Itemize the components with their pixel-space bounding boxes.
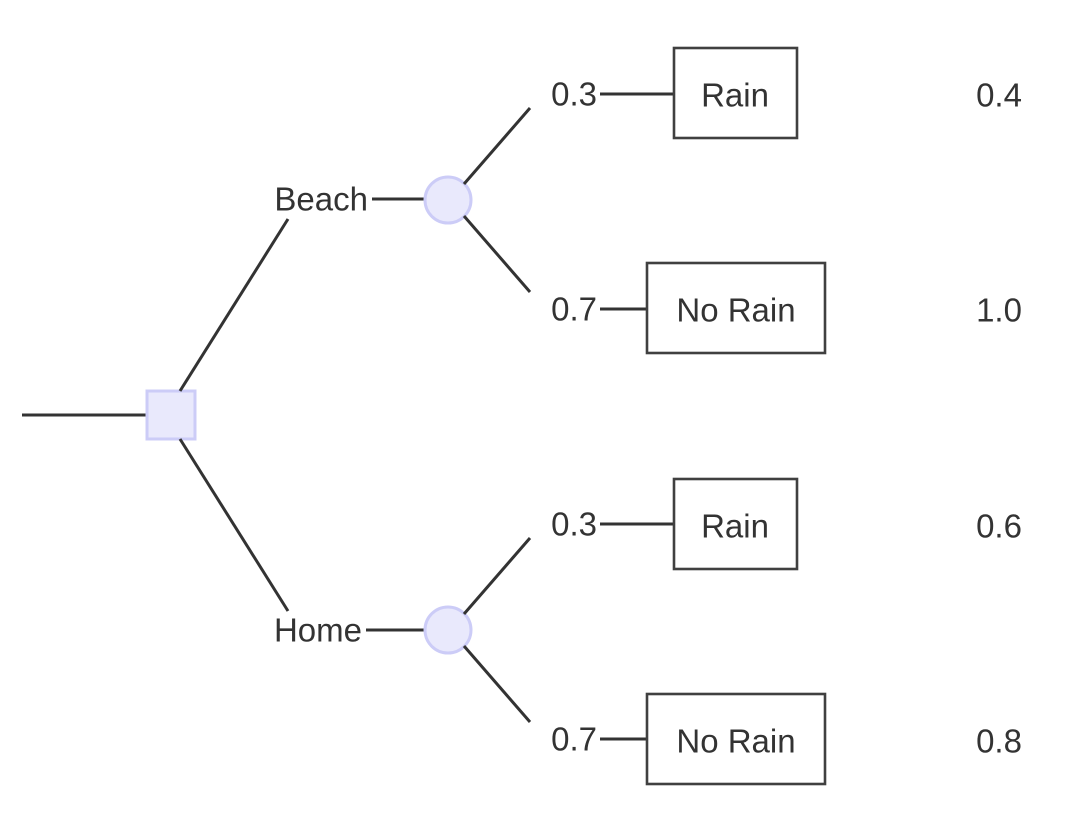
edge-home-to-rain	[462, 537, 532, 615]
edge-home-to-norain	[462, 645, 532, 723]
choice-label-home: Home	[274, 612, 362, 649]
payoff-value-beach-rain: 0.4	[976, 77, 1022, 114]
edge-root-to-beach	[178, 218, 290, 392]
outcome-label-home-norain: No Rain	[676, 723, 795, 760]
outcome-box-beach-rain[interactable]	[672, 46, 799, 140]
outcome-label-home-rain: Rain	[701, 508, 769, 545]
outcome-label-beach-norain: No Rain	[676, 292, 795, 329]
outcome-box-home-rain[interactable]	[672, 477, 799, 571]
payoff-value-home-rain: 0.6	[976, 508, 1022, 545]
outcome-label-beach-rain: Rain	[701, 77, 769, 114]
probability-label-home-norain: 0.7	[551, 721, 597, 758]
probability-label-home-rain: 0.3	[551, 506, 597, 543]
chance-node-home[interactable]	[423, 605, 473, 655]
choice-label-beach: Beach	[274, 181, 368, 218]
edge-root-to-home	[178, 438, 290, 612]
edge-beach-to-rain	[462, 107, 532, 185]
chance-node-beach[interactable]	[423, 175, 473, 225]
outcome-box-home-norain[interactable]	[645, 692, 827, 786]
payoff-value-home-norain: 0.8	[976, 723, 1022, 760]
edge-beach-to-norain	[462, 215, 532, 293]
outcome-box-beach-norain[interactable]	[645, 261, 827, 355]
root-decision-node[interactable]	[145, 389, 197, 441]
probability-label-beach-norain: 0.7	[551, 291, 597, 328]
probability-label-beach-rain: 0.3	[551, 76, 597, 113]
payoff-value-beach-norain: 1.0	[976, 292, 1022, 329]
